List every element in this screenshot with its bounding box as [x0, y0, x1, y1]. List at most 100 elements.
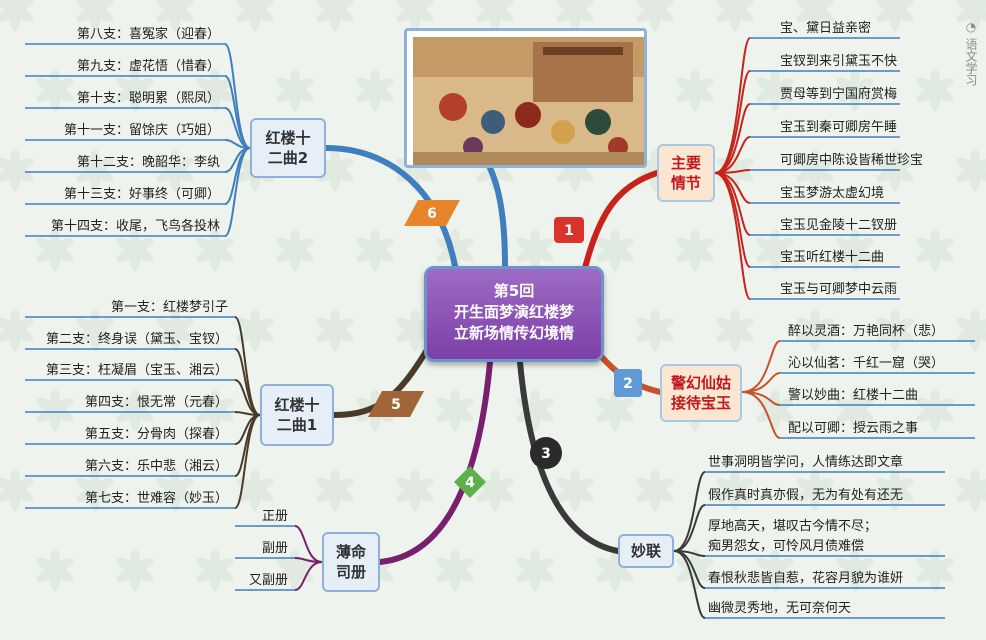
branch-title-line2: 二曲1 [276, 416, 318, 434]
badge-shape [404, 200, 460, 226]
badge-1: 1 [554, 217, 584, 243]
center-title-line3: 立新场情传幻境情 [453, 324, 574, 342]
illustration-painting [404, 28, 647, 168]
branch-main-plot[interactable]: 主要 情节 [657, 144, 715, 202]
songs1-leaf: 第三支：枉凝眉（宝玉、湘云） [45, 363, 228, 378]
connector [294, 557, 323, 563]
branch-register[interactable]: 薄命 司册 [322, 532, 380, 592]
badge-2: 2 [614, 369, 642, 397]
songs1-leaf: 第六支：乐中悲（湘云） [84, 459, 228, 474]
bg-leaf-motif [636, 309, 674, 351]
plot-leaf: 宝钗到来引黛玉不快 [780, 54, 898, 69]
bg-leaf-motif [36, 549, 74, 591]
branch-connector-plot [582, 170, 660, 271]
plot-leaf: 可卿房中陈设皆稀世珍宝 [780, 153, 924, 168]
bg-leaf-motif [876, 309, 914, 351]
bg-leaf-motif [236, 469, 274, 511]
bg-leaf-motif [0, 309, 34, 351]
branch-jinghuan[interactable]: 警幻仙姑 接待宝玉 [660, 364, 742, 422]
bg-leaf-motif [236, 309, 274, 351]
badge-shape [614, 369, 642, 397]
bg-leaf-motif [956, 469, 986, 511]
plot-leaf: 宝玉梦游太虚幻境 [780, 186, 885, 201]
branch-connector-songs2 [323, 145, 458, 269]
bg-leaf-motif [116, 549, 154, 591]
badge-number: 6 [427, 206, 437, 222]
bg-leaf-motif [116, 69, 154, 111]
bg-leaf-motif [236, 0, 274, 31]
illustration-painting-icon [413, 37, 644, 165]
bg-leaf-motif [156, 469, 194, 511]
connector [294, 525, 323, 563]
couplet-leaf: 厚地高天，堪叹古今情不尽； [708, 519, 878, 534]
connector [714, 37, 751, 174]
watermark-text: 语文学习 [964, 37, 978, 86]
songs1-leaf: 第一支：红楼梦引子 [110, 300, 228, 315]
bg-leaf-motif [36, 69, 74, 111]
connector [741, 340, 781, 393]
bg-leaf-motif [196, 229, 234, 271]
bg-leaf-motif [716, 0, 754, 31]
branch-title-line1: 警幻仙姑 [670, 374, 731, 392]
bg-leaf-motif [516, 229, 554, 271]
plot-leaf: 宝玉见金陵十二钗册 [780, 218, 898, 233]
connector [714, 103, 751, 174]
bg-leaf-motif [316, 469, 354, 511]
songs2-leaf: 第八支：喜冤家（迎春） [76, 27, 220, 42]
branch-couplets[interactable]: 妙联 [618, 534, 674, 568]
bg-leaf-motif [436, 389, 474, 431]
couplet-leaf: 痴男怨女，可怜风月债难偿 [708, 539, 865, 554]
bg-leaf-motif [516, 549, 554, 591]
bg-leaf-motif [916, 229, 954, 271]
songs1-leaf: 第七支：世难容（妙玉） [84, 491, 228, 506]
couplet-leaf: 世事洞明皆学问，人情练达即文章 [708, 455, 904, 470]
plot-leaf: 宝玉听红楼十二曲 [780, 250, 885, 265]
bg-leaf-motif [956, 309, 986, 351]
jinghuan-leaf: 沁以仙茗：千红一窟（哭） [788, 356, 945, 371]
center-topic[interactable]: 第5回 开生面梦演红楼梦 立新场情传幻境情 [424, 266, 604, 362]
badge-number: 4 [465, 475, 475, 491]
bg-leaf-motif [316, 149, 354, 191]
songs2-leaf: 第十二支：晚韶华：李纨 [76, 155, 220, 170]
register-leaf: 副册 [261, 541, 288, 556]
bg-leaf-motif [356, 69, 394, 111]
connector [224, 147, 251, 237]
bg-leaf-motif [676, 229, 714, 271]
jinghuan-leaf: 醉以灵酒：万艳同杯（悲） [788, 324, 945, 339]
bg-leaf-motif [916, 69, 954, 111]
bg-leaf-motif [556, 0, 594, 31]
bg-leaf-motif [716, 469, 754, 511]
connector [673, 550, 706, 619]
connector [714, 70, 751, 174]
bg-leaf-motif [836, 69, 874, 111]
branch-title: 妙联 [630, 542, 661, 560]
bg-leaf-motif [0, 469, 34, 511]
branch-songs-1[interactable]: 红楼十 二曲1 [260, 384, 334, 446]
bg-leaf-motif [836, 549, 874, 591]
jinghuan-leaf: 警以妙曲：红楼十二曲 [788, 388, 919, 403]
bg-leaf-motif [396, 0, 434, 31]
couplet-leaf: 幽微灵秀地，无可奈何天 [708, 601, 852, 616]
bg-leaf-motif [276, 69, 314, 111]
branch-songs-2[interactable]: 红楼十 二曲2 [250, 118, 326, 178]
center-title-line1: 第5回 [493, 282, 535, 300]
bg-leaf-motif [356, 229, 394, 271]
branch-title-line1: 红楼十 [274, 396, 320, 414]
bg-leaf-motif [156, 0, 194, 31]
connector [294, 561, 323, 591]
jinghuan-leaf: 配以可卿：授云雨之事 [788, 421, 919, 436]
branch-title-line2: 接待宝玉 [670, 394, 731, 412]
bg-leaf-motif [436, 549, 474, 591]
plot-leaf: 贾母等到宁国府赏梅 [780, 87, 898, 102]
bg-leaf-motif [756, 69, 794, 111]
songs1-leaf: 第四支：恨无常（元春） [84, 395, 228, 410]
branch-title-line2: 二曲2 [267, 149, 309, 167]
connector [741, 372, 781, 393]
branch-connector-register [377, 359, 493, 565]
bg-leaf-motif [956, 0, 986, 31]
songs2-leaf: 第十支：聪明累（熙凤） [76, 91, 220, 106]
badge-number: 3 [541, 446, 551, 462]
connector [673, 471, 706, 552]
